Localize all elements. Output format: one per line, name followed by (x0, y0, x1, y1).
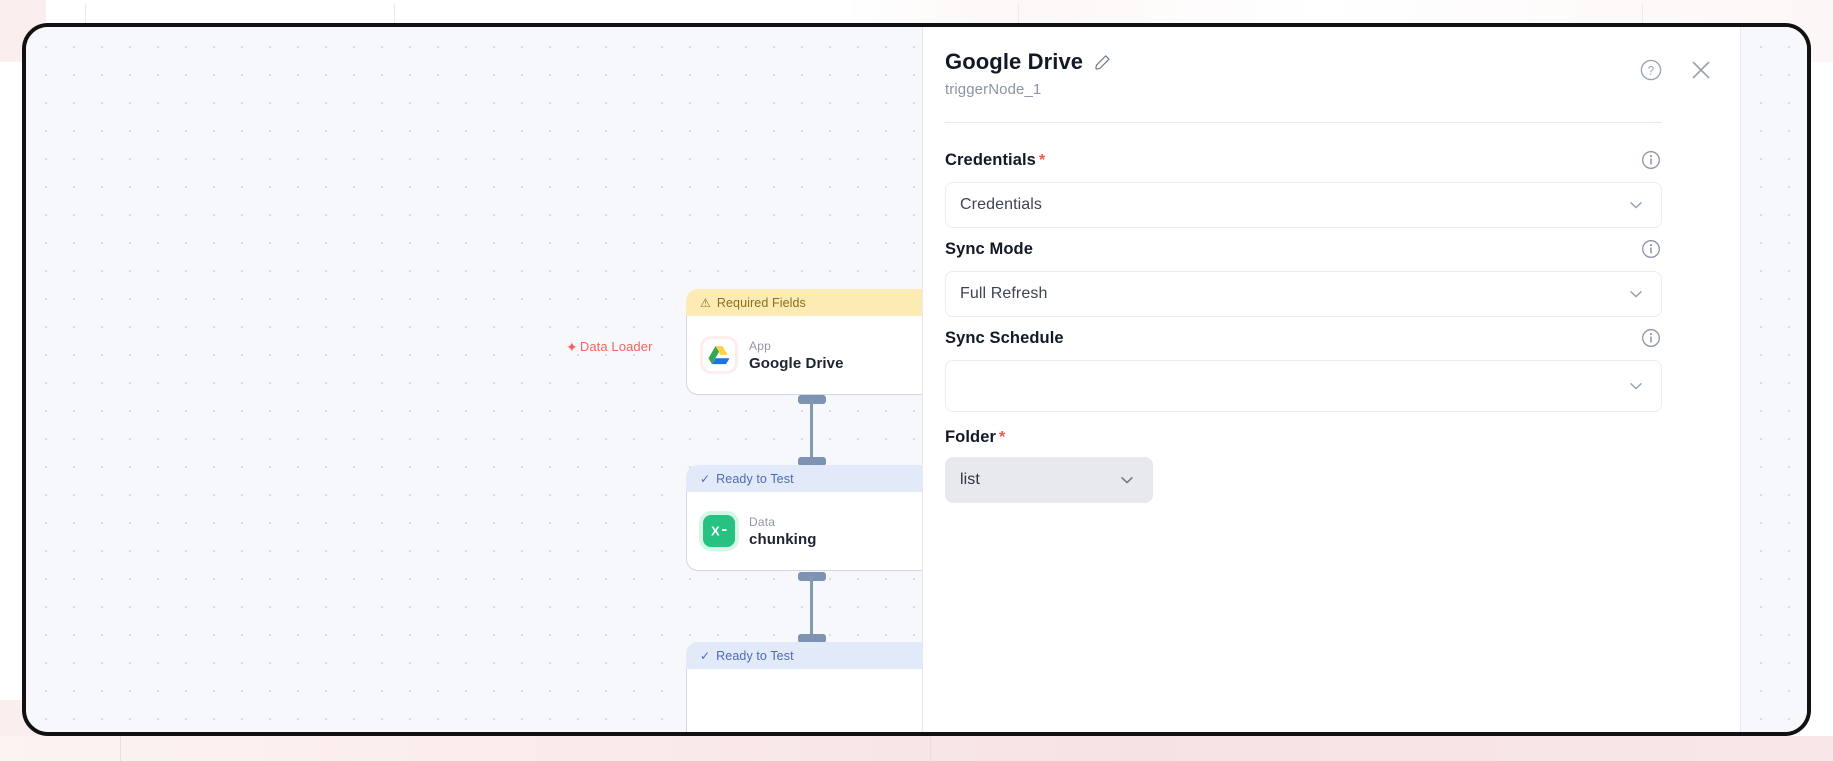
warning-triangle-icon: ⚠ (700, 295, 711, 310)
info-circle-icon[interactable] (1640, 238, 1662, 260)
chevron-down-icon (1118, 471, 1136, 489)
field-label: Sync Schedule (945, 328, 1064, 347)
info-circle-icon[interactable] (1640, 327, 1662, 349)
node-status-banner-ready-to-test: ✓ Ready to Test (686, 465, 938, 492)
svg-text:X: X (711, 524, 720, 539)
sync-schedule-select[interactable] (945, 360, 1662, 412)
chrome-bottom-band (0, 736, 1833, 761)
workflow-node-third[interactable]: ✓ Ready to Test (686, 642, 938, 732)
node-status-label: Required Fields (716, 295, 806, 310)
folder-select-value: list (960, 471, 980, 488)
connector-cap-bottom-1 (798, 457, 826, 466)
pencil-icon[interactable] (1093, 53, 1112, 72)
workflow-node-google-drive[interactable]: ⚠ Required Fields App Google (686, 289, 938, 395)
panel-header: Google Drive triggerNode_1 ? (945, 49, 1710, 123)
connector-line-2 (810, 576, 813, 638)
node-status-label: Ready to Test (716, 648, 794, 663)
connector-line-1 (810, 399, 813, 461)
node-meta: Data chunking (749, 515, 816, 548)
field-sync-mode: Sync Mode Full Refresh (945, 238, 1662, 317)
app-frame: ✦ Data Loader ⚠ Required Fields (22, 23, 1811, 736)
sync-mode-select-value: Full Refresh (960, 285, 1048, 302)
node-status-banner-ready-to-test: ✓ Ready to Test (686, 642, 938, 669)
excel-file-icon: X (703, 515, 735, 547)
chrome-bottom-divider-1 (120, 736, 121, 761)
info-circle-icon[interactable] (1640, 149, 1662, 171)
help-circle-icon[interactable]: ? (1638, 57, 1664, 83)
sync-mode-select[interactable]: Full Refresh (945, 271, 1662, 317)
credentials-select-value: Credentials (960, 196, 1043, 213)
field-sync-schedule: Sync Schedule (945, 327, 1662, 412)
field-label: Sync Mode (945, 239, 1034, 258)
node-config-form: Credentials* Credentials (945, 149, 1662, 503)
check-icon: ✓ (700, 648, 711, 663)
node-title-label: chunking (749, 530, 817, 548)
panel-divider (945, 122, 1662, 123)
canvas-right-sliver (1740, 27, 1807, 732)
svg-text:?: ? (1648, 65, 1654, 77)
node-meta: App Google Drive (749, 339, 844, 372)
node-kind-label: App (749, 338, 771, 353)
chrome-bottom-divider-2 (930, 736, 931, 761)
chevron-down-icon (1627, 196, 1645, 214)
folder-select[interactable]: list (945, 457, 1153, 503)
chevron-down-icon (1627, 377, 1645, 395)
node-title-label: Google Drive (749, 354, 844, 372)
node-properties-panel: Google Drive triggerNode_1 ? (922, 27, 1740, 732)
node-body[interactable]: App Google Drive (686, 316, 938, 395)
required-asterisk: * (1038, 151, 1046, 169)
connector-cap-bottom-2 (798, 634, 826, 643)
workflow-node-chunking[interactable]: ✓ Ready to Test X Data chunking (686, 465, 938, 571)
chevron-down-icon (1627, 285, 1645, 303)
node-kind-label: Data (749, 514, 776, 529)
close-icon[interactable] (1688, 57, 1714, 83)
google-drive-icon (703, 339, 735, 371)
field-credentials: Credentials* Credentials (945, 149, 1662, 228)
data-loader-label: ✦ Data Loader (566, 339, 653, 354)
node-id-label: triggerNode_1 (945, 81, 1042, 98)
node-status-label: Ready to Test (716, 471, 794, 486)
field-label: Credentials (945, 150, 1036, 169)
credentials-select[interactable]: Credentials (945, 182, 1662, 228)
page-title: Google Drive (945, 49, 1084, 74)
field-folder: Folder* list (945, 428, 1662, 503)
data-loader-text: Data Loader (579, 339, 653, 354)
node-status-banner-required-fields: ⚠ Required Fields (686, 289, 938, 316)
field-label: Folder (945, 428, 997, 446)
check-icon: ✓ (700, 471, 711, 486)
required-asterisk: * (999, 429, 1006, 446)
sparkle-icon: ✦ (566, 338, 578, 355)
node-body[interactable] (686, 669, 938, 732)
node-body[interactable]: X Data chunking (686, 492, 938, 571)
